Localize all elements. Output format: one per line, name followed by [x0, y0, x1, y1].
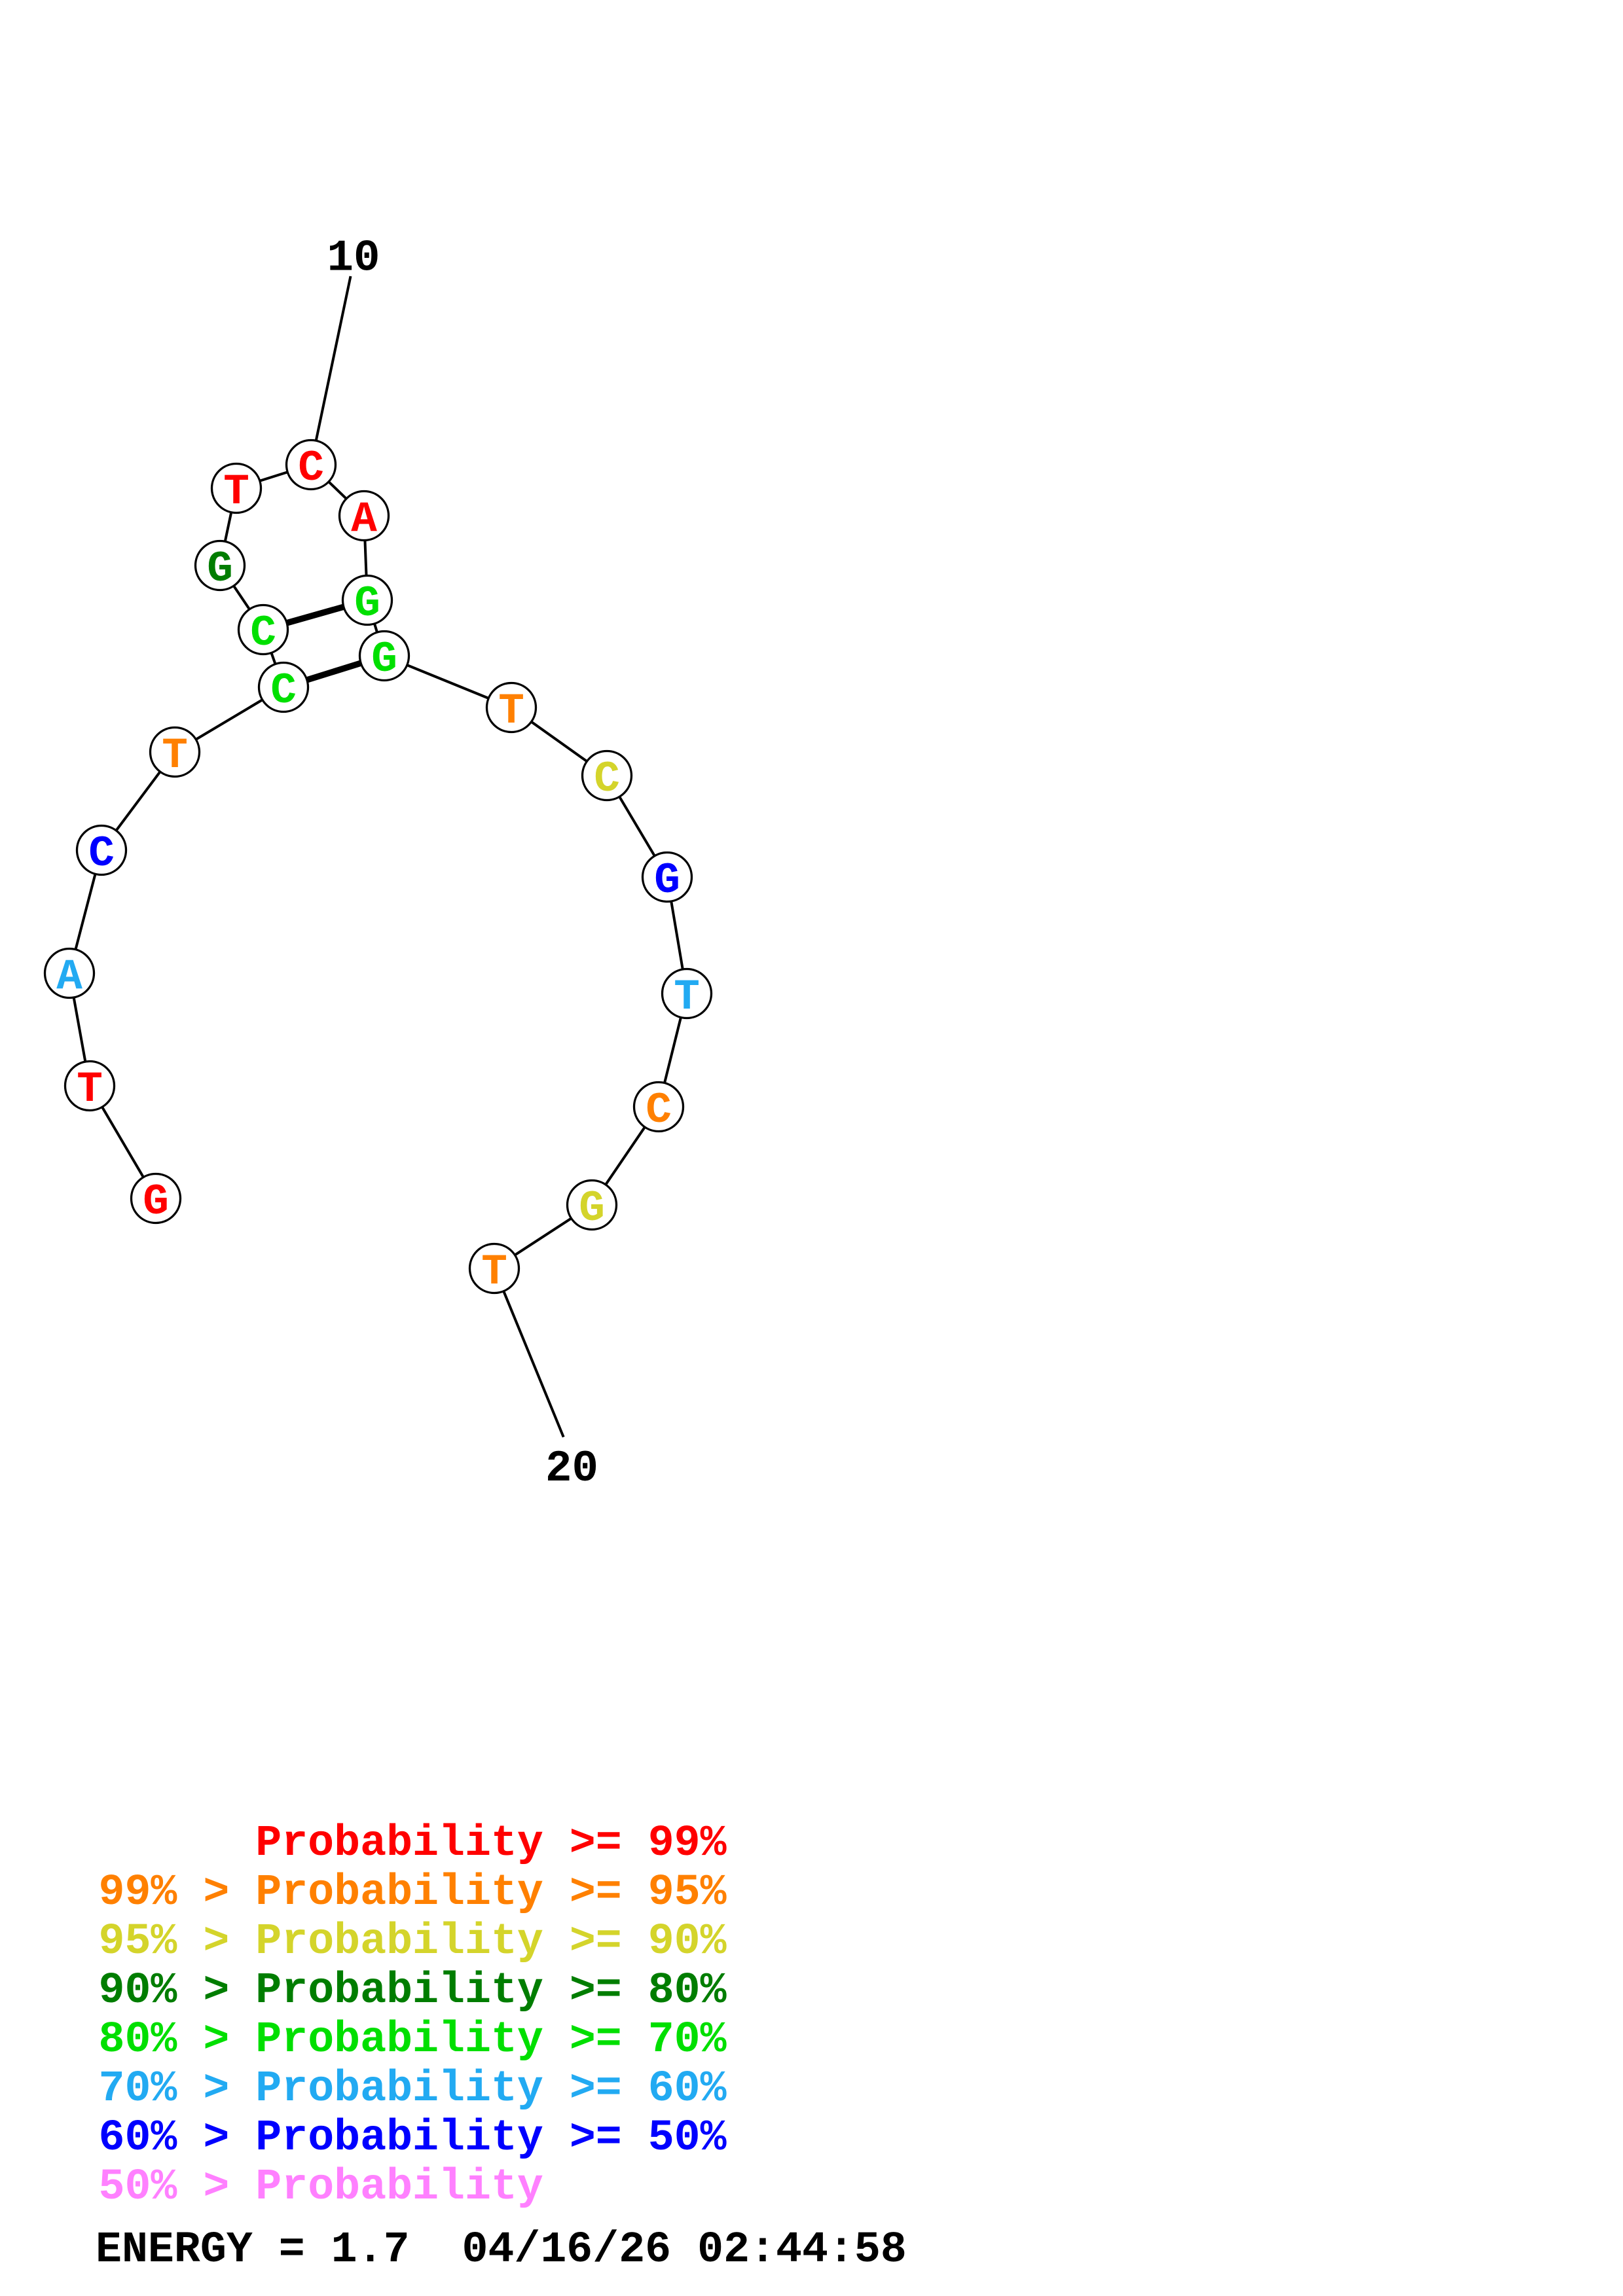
nucleotide-letter: C: [594, 755, 620, 804]
nucleotide-circle: [338, 490, 390, 542]
nucleotide-letter: T: [77, 1065, 103, 1114]
sequence-position-label: 20: [545, 1444, 598, 1494]
nucleotide-letter: C: [298, 444, 324, 493]
datetime-text: 04/16/26 02:44:58: [462, 2225, 906, 2274]
nucleotide-circles: [43, 439, 713, 1295]
nucleotide-circle: [285, 439, 337, 491]
legend-item: 50% > Probability: [99, 2162, 543, 2212]
label-tick-line: [493, 1268, 565, 1438]
probability-legend: Probability >= 99%99% > Probability >= 9…: [99, 1819, 727, 2212]
nucleotide-circle: [75, 824, 128, 876]
nucleotide-circle: [641, 851, 693, 903]
nucleotide-circle: [130, 1172, 182, 1225]
nucleotide-circle: [194, 539, 246, 592]
nucleotide-letter: T: [162, 731, 188, 780]
nucleotide-circle: [64, 1060, 116, 1112]
nucleotide-letter: G: [654, 856, 680, 905]
nucleotide-letter: G: [371, 635, 397, 684]
label-tick-lines: [310, 276, 565, 1438]
nucleotide-letter: T: [223, 467, 249, 516]
nucleotide-circle: [257, 661, 310, 713]
nucleotide-letter: C: [88, 829, 115, 878]
nucleotide-letter: G: [579, 1184, 605, 1233]
energy-footer: ENERGY = 1.7 04/16/26 02:44:58: [96, 2225, 907, 2274]
nucleotide-circle: [149, 726, 201, 778]
legend-item: 90% > Probability >= 80%: [99, 1966, 727, 2015]
legend-item: 60% > Probability >= 50%: [99, 2113, 727, 2162]
nucleotide-letter: G: [207, 545, 233, 594]
nucleotide-letter: G: [354, 579, 380, 628]
nucleotide-circle: [237, 603, 289, 656]
sequence-position-label: 10: [327, 234, 380, 284]
energy-text: ENERGY = 1.7: [96, 2225, 410, 2274]
nucleotide-circle: [581, 749, 633, 802]
nucleotide-letter: A: [351, 495, 377, 544]
nucleotide-letter: C: [646, 1086, 672, 1135]
nucleotide-circle: [468, 1242, 520, 1295]
label-tick-line: [310, 276, 352, 465]
nucleotide-letter: G: [143, 1177, 169, 1227]
nucleotide-circle: [566, 1179, 618, 1231]
legend-item: Probability >= 99%: [255, 1819, 726, 1868]
nucleotide-circle: [341, 574, 393, 626]
nucleotide-circle: [661, 967, 713, 1020]
nucleotide-circle: [632, 1081, 685, 1133]
nucleotide-circle: [358, 630, 410, 682]
legend-item: 99% > Probability >= 95%: [99, 1868, 727, 1917]
legend-item: 80% > Probability >= 70%: [99, 2015, 727, 2064]
nucleotide-letter: T: [674, 973, 700, 1022]
nucleotide-letter: C: [270, 666, 297, 715]
nucleotide-letter: A: [56, 952, 82, 1001]
nucleotide-letter: T: [498, 687, 524, 736]
nucleotide-letter: T: [481, 1247, 507, 1297]
nucleotide-letter: C: [250, 609, 276, 658]
legend-item: 70% > Probability >= 60%: [99, 2064, 727, 2113]
nucleotide-circle: [210, 462, 263, 514]
legend-item: 95% > Probability >= 90%: [99, 1917, 727, 1966]
sequence-position-labels: 10 20: [327, 234, 598, 1495]
nucleotide-circle: [485, 681, 538, 734]
nucleotide-circle: [43, 947, 96, 999]
